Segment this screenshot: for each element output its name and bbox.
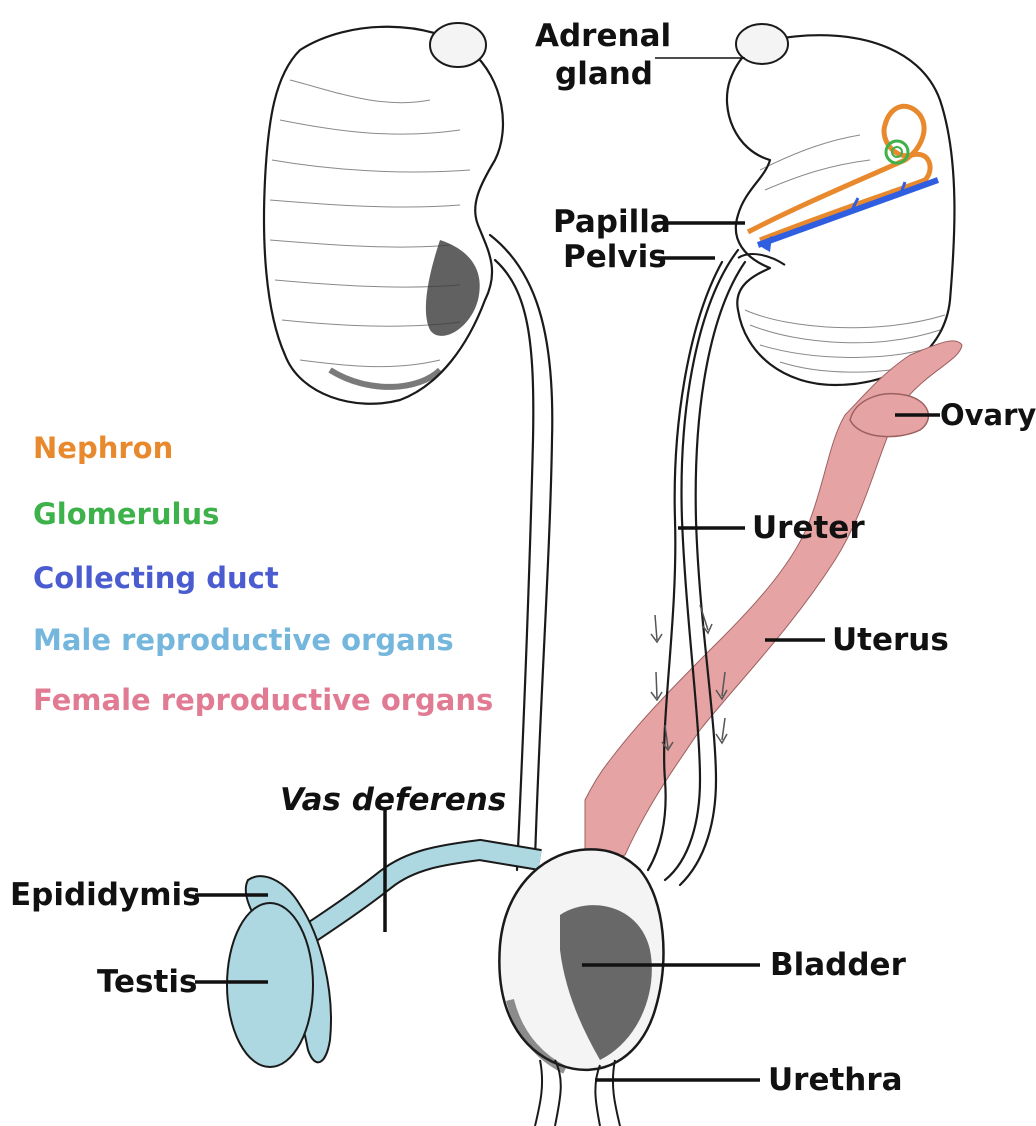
left-kidney — [264, 23, 503, 404]
testis — [227, 903, 313, 1067]
legend-item-male-organs: Male reproductive organs — [33, 623, 454, 657]
label-adrenal-line2: gland — [555, 56, 653, 92]
label-pelvis: Pelvis — [563, 239, 667, 275]
female-organs — [585, 341, 962, 858]
label-uterus: Uterus — [832, 622, 949, 658]
label-epididymis: Epididymis — [10, 877, 201, 913]
legend-item-collecting-duct: Collecting duct — [33, 561, 279, 595]
label-ovary: Ovary — [940, 398, 1036, 432]
label-testis: Testis — [97, 964, 197, 1000]
legend-item-nephron: Nephron — [33, 431, 173, 465]
legend: Nephron Glomerulus Collecting duct Male … — [33, 431, 493, 717]
left-adrenal-gland — [430, 23, 486, 67]
bladder-group — [499, 849, 663, 1126]
label-adrenal-line1: Adrenal — [535, 18, 671, 54]
legend-item-glomerulus: Glomerulus — [33, 497, 219, 531]
flow-arrow — [655, 615, 657, 640]
left-ureter-inner — [495, 260, 533, 870]
right-kidney — [727, 24, 955, 385]
legend-item-female-organs: Female reproductive organs — [33, 683, 493, 717]
flow-arrow — [656, 672, 657, 698]
label-papilla: Papilla — [553, 204, 671, 240]
label-bladder: Bladder — [770, 947, 907, 983]
label-ureter: Ureter — [752, 510, 865, 546]
nephron — [748, 106, 930, 240]
flow-arrow — [722, 718, 725, 740]
label-vas-deferens: Vas deferens — [280, 782, 506, 818]
label-urethra: Urethra — [768, 1062, 903, 1098]
